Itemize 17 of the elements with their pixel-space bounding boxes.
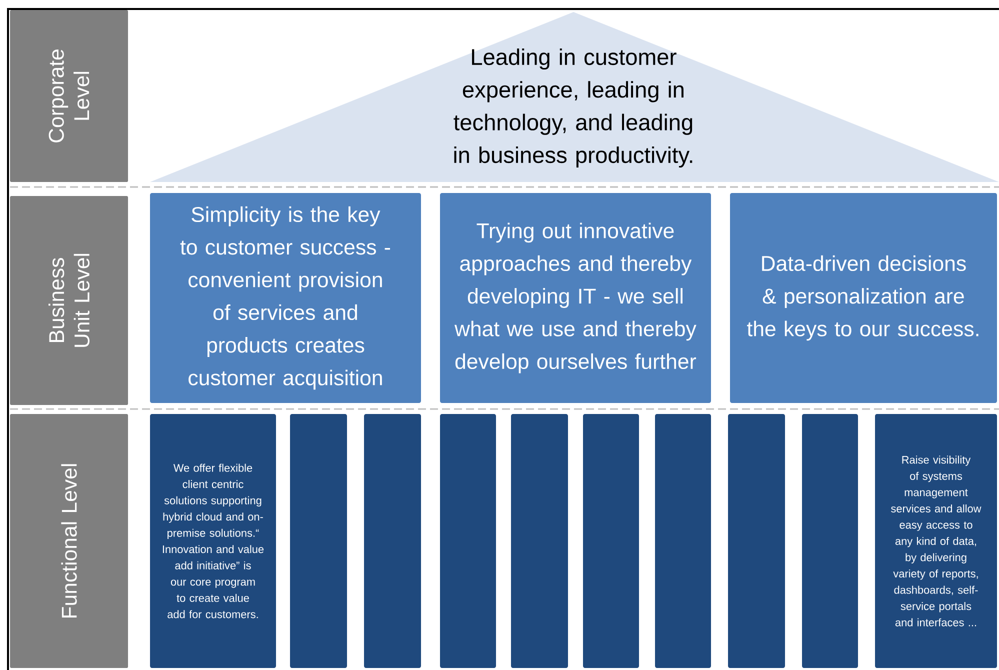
function-column: Raise visibility of systems management services and allow easy access to any kind of data, by delivering variety of reports, dashboards, self-service portals and interfaces ...	[875, 414, 997, 668]
function-column	[802, 414, 858, 668]
function-column	[511, 414, 568, 668]
pyramid-roof: Leading in customer experience, leading in technology, and leading in business productivity.	[150, 12, 999, 182]
function-column	[440, 414, 496, 668]
function-column	[583, 414, 639, 668]
level-label: Functional Level	[10, 414, 128, 668]
function-column	[655, 414, 711, 668]
level-label: Corporate Level	[10, 10, 128, 182]
function-column	[364, 414, 421, 668]
strategy-box: Simplicity is the key to customer success - convenient provision of services and products creates customer acquisition	[150, 193, 421, 403]
strategy-box: Data-driven decisions & personalization are the keys to our success.	[730, 193, 997, 403]
level-label: Business Unit Level	[10, 196, 128, 405]
function-column	[290, 414, 348, 668]
function-column	[728, 414, 785, 668]
function-column: We offer flexible client centric solutions supporting hybrid cloud and on-premise solutions.“ Innovation and value add initiative” is our core program to create value add for customers.	[150, 414, 276, 668]
strategy-box: Trying out innovative approaches and thereby developing IT - we sell what we use and thereby develop ourselves further	[440, 193, 711, 403]
